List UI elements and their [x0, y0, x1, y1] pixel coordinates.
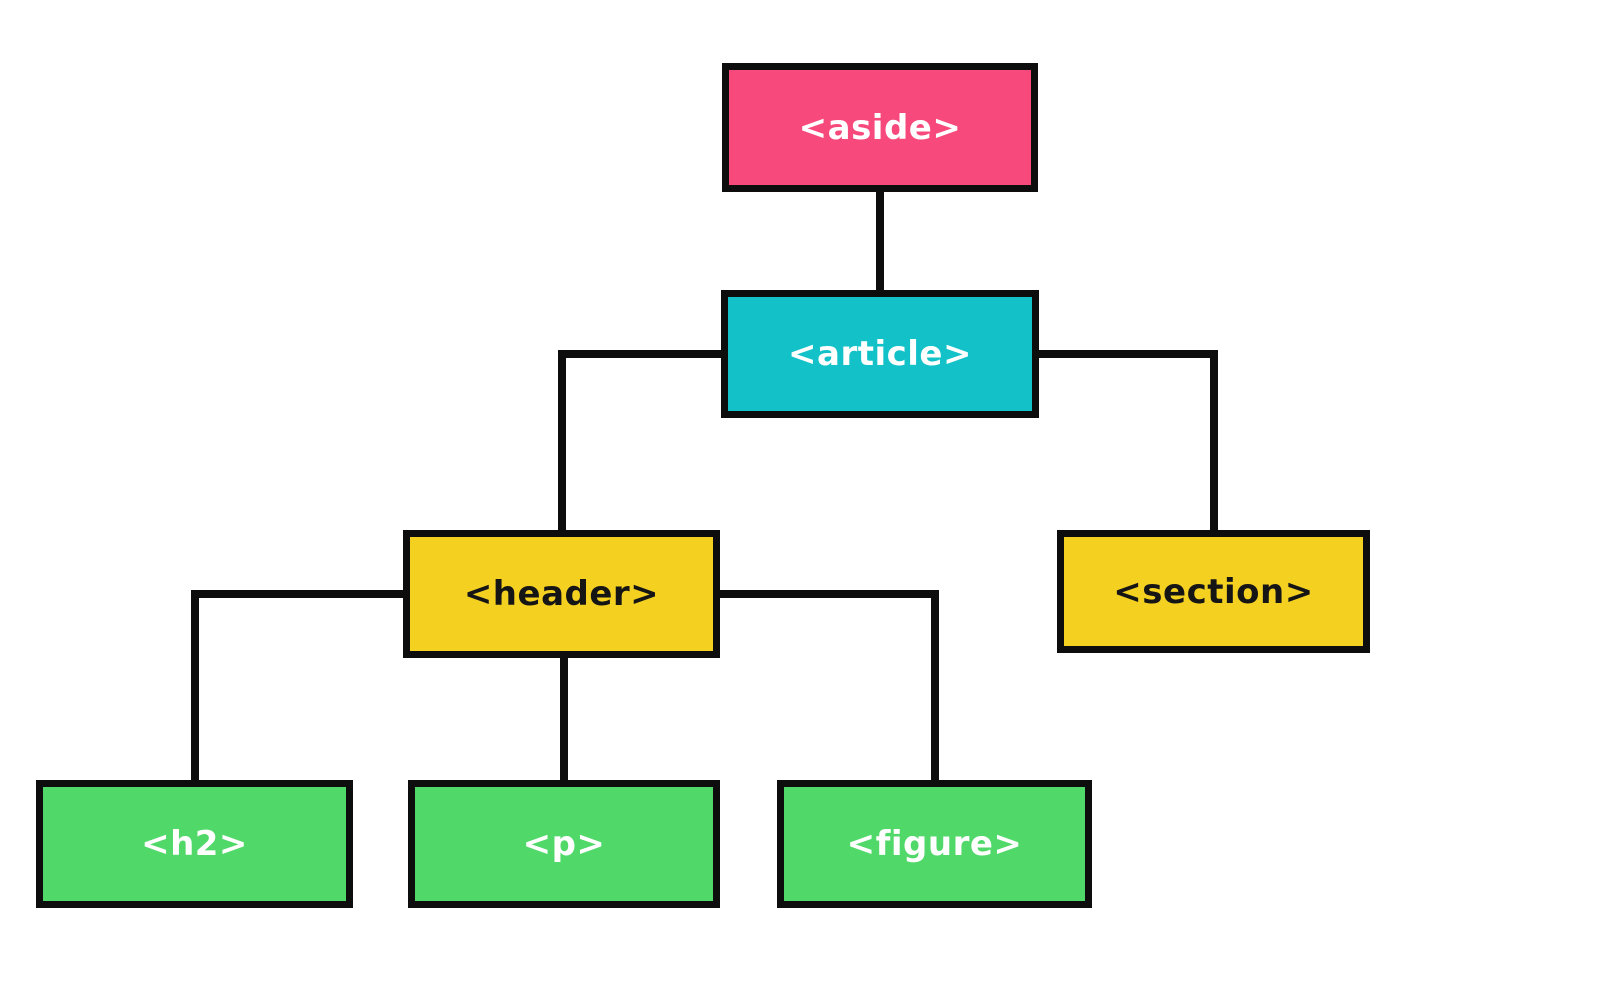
node-aside: <aside>	[722, 63, 1038, 192]
edge-segment	[190, 590, 199, 780]
node-section-label: <section>	[1113, 571, 1314, 612]
node-p-label: <p>	[522, 824, 606, 864]
edge-segment	[190, 590, 403, 598]
edge-segment	[560, 658, 568, 780]
edge-segment	[720, 590, 939, 598]
node-section: <section>	[1057, 530, 1370, 653]
edge-segment	[930, 590, 939, 780]
node-header-label: <header>	[463, 574, 660, 614]
node-header: <header>	[403, 530, 720, 658]
node-figure-label: <figure>	[846, 824, 1023, 864]
node-h2-label: <h2>	[141, 824, 248, 864]
edge-segment	[557, 350, 566, 530]
edge-segment	[1209, 350, 1218, 530]
node-article: <article>	[721, 290, 1039, 418]
node-aside-label: <aside>	[798, 107, 962, 148]
edge-segment	[876, 192, 884, 290]
node-figure: <figure>	[777, 780, 1092, 908]
edge-segment	[1039, 350, 1218, 358]
node-article-label: <article>	[788, 334, 972, 374]
node-h2: <h2>	[36, 780, 353, 908]
edge-segment	[557, 350, 721, 358]
node-p: <p>	[408, 780, 720, 908]
